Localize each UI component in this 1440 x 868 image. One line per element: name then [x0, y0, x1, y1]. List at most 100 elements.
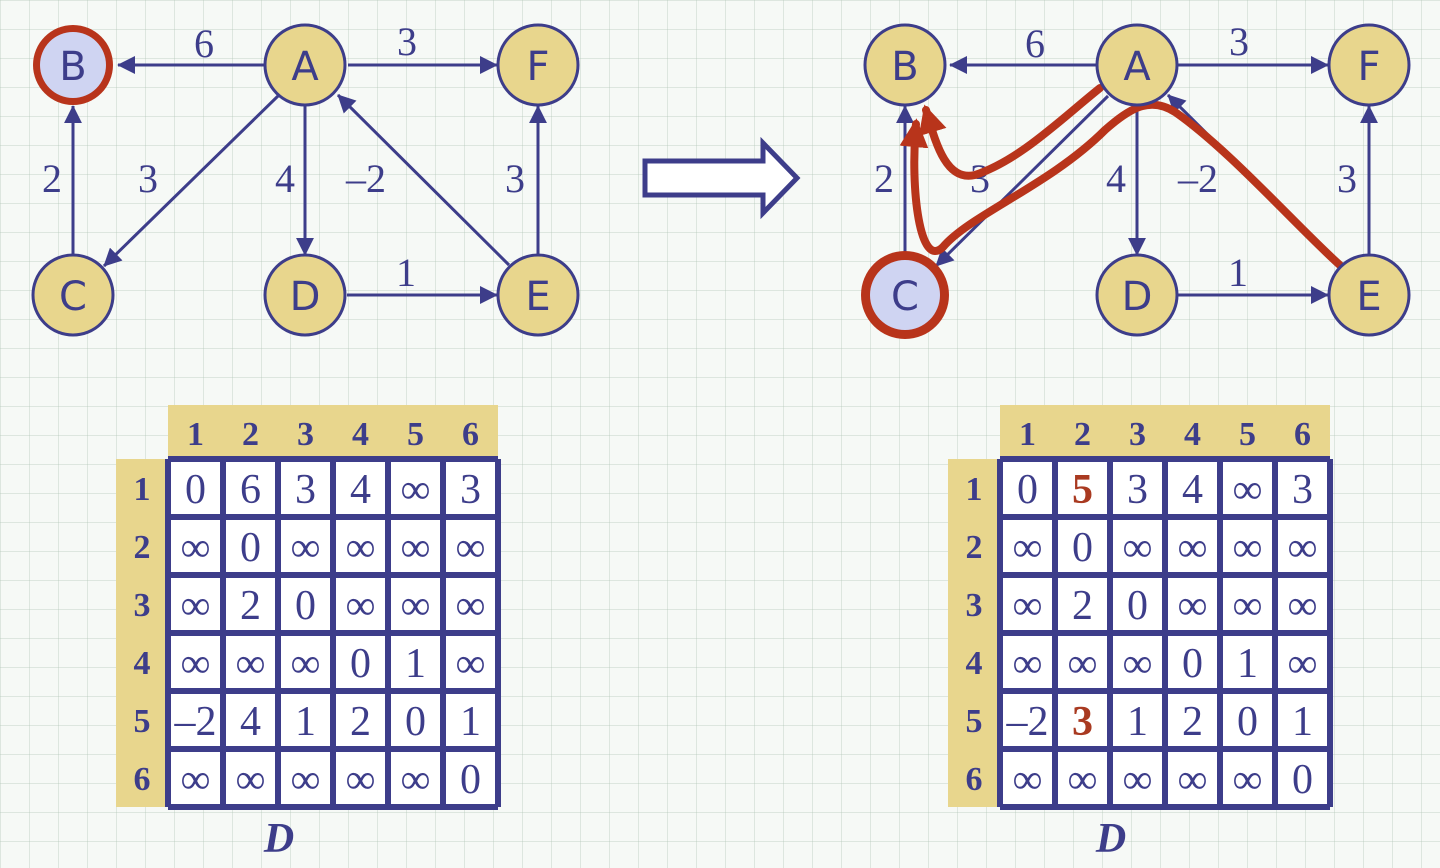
matrix-cell-updated: 3 [1072, 699, 1093, 745]
weight-c-b: 2 [42, 156, 62, 201]
matrix-cell: ∞ [181, 525, 211, 571]
row-header: 6 [966, 761, 983, 798]
matrix-cell-updated: 5 [1072, 467, 1093, 513]
matrix-cell: 0 [240, 525, 261, 571]
matrix-cell: ∞ [1013, 757, 1043, 803]
matrix-cell: 2 [240, 583, 261, 629]
column-header-bg [1000, 405, 1330, 459]
node-c-label: C [891, 274, 919, 320]
matrix-cell: 0 [1127, 583, 1148, 629]
column-header: 2 [242, 416, 259, 453]
weight-e-f: 3 [1337, 156, 1357, 201]
column-header: 2 [1074, 416, 1091, 453]
node-d-label: D [1122, 274, 1153, 320]
matrix-caption: D [263, 816, 294, 862]
edge-a-c [102, 94, 280, 268]
matrix-cell: ∞ [291, 525, 321, 571]
matrix-cell: 0 [1237, 699, 1258, 745]
matrix-cell: ∞ [1233, 583, 1263, 629]
right-graph-weights: 6 3 2 3 4 –2 3 1 [874, 19, 1357, 295]
matrix-cell: ∞ [1068, 757, 1098, 803]
matrix-cell: 0 [1292, 757, 1313, 803]
matrix-cell: ∞ [291, 641, 321, 687]
matrix-cell: ∞ [456, 641, 486, 687]
node-e: E [496, 253, 580, 337]
matrix-cell: ∞ [1288, 525, 1318, 571]
weight-a-d: 4 [275, 156, 295, 201]
matrix-cell: 2 [1072, 583, 1093, 629]
column-header: 4 [352, 416, 369, 453]
matrix-cell: 4 [1182, 467, 1203, 513]
row-header: 2 [134, 529, 151, 566]
node-f: F [1327, 23, 1411, 107]
edge-e-a [336, 93, 511, 267]
matrix-cell: ∞ [1178, 757, 1208, 803]
path-e-a-c-b [899, 100, 1346, 271]
matrix-cell: ∞ [401, 467, 431, 513]
matrix-cell: ∞ [1288, 641, 1318, 687]
matrix-cell: ∞ [1178, 583, 1208, 629]
row-header: 5 [134, 703, 151, 740]
matrix-cell: 0 [1072, 525, 1093, 571]
right-graph: 6 3 2 3 4 –2 3 1 B A F [861, 19, 1411, 339]
column-header: 3 [1129, 416, 1146, 453]
node-e: E [1327, 253, 1411, 337]
node-b-label: B [59, 44, 86, 90]
path-a-c-b [918, 84, 1104, 180]
matrix-cell: 4 [240, 699, 261, 745]
matrix-cell: ∞ [401, 757, 431, 803]
row-header: 3 [966, 587, 983, 624]
matrix-cell: –2 [1006, 699, 1049, 745]
node-b-label: B [891, 44, 918, 90]
node-b: B [863, 23, 947, 107]
column-header: 6 [1294, 416, 1311, 453]
matrix-cell: 3 [460, 467, 481, 513]
matrix-cell: ∞ [1123, 525, 1153, 571]
matrix-caption: D [1095, 816, 1126, 862]
matrix-cell: 1 [1237, 641, 1258, 687]
matrix-cell: ∞ [236, 641, 266, 687]
weight-a-d: 4 [1106, 156, 1126, 201]
row-header-bg [948, 459, 1000, 807]
node-f: F [496, 23, 580, 107]
matrix-cell: –2 [174, 699, 217, 745]
matrix-cell: 3 [295, 467, 316, 513]
matrix-cell: ∞ [181, 641, 211, 687]
matrix-cell: 2 [1182, 699, 1203, 745]
left-graph-edges [64, 56, 547, 304]
matrix-cell: 0 [1182, 641, 1203, 687]
matrix-cell: 0 [460, 757, 481, 803]
left-graph-nodes: B A F C D E [31, 23, 580, 337]
column-header: 4 [1184, 416, 1201, 453]
left-graph: 6 3 2 3 4 –2 3 1 B A F [31, 19, 580, 337]
node-d: D [1095, 253, 1179, 337]
matrix-cell: ∞ [181, 583, 211, 629]
right-arrow-icon [642, 136, 801, 220]
matrix-cell: ∞ [1068, 641, 1098, 687]
matrix-cell: ∞ [1123, 641, 1153, 687]
weight-e-f: 3 [505, 156, 525, 201]
matrix-cell: 0 [295, 583, 316, 629]
weight-a-c: 3 [138, 156, 158, 201]
row-header-bg [116, 459, 168, 807]
matrix-cell: ∞ [456, 525, 486, 571]
row-header: 4 [134, 645, 151, 682]
matrix-cell: ∞ [346, 525, 376, 571]
matrix-cell: 0 [350, 641, 371, 687]
node-d: D [263, 253, 347, 337]
node-a: A [1095, 23, 1179, 107]
weight-a-f: 3 [1229, 19, 1249, 64]
matrix-cell: ∞ [1013, 525, 1043, 571]
node-a-label: A [1123, 44, 1151, 90]
matrix-cell: 6 [240, 467, 261, 513]
node-b: B [33, 25, 113, 105]
edge-a-c [934, 94, 1110, 268]
weight-a-f: 3 [397, 19, 417, 64]
row-header: 1 [134, 471, 151, 508]
node-e-label: E [525, 274, 550, 320]
column-header-bg [168, 405, 498, 459]
node-c-label: C [59, 274, 87, 320]
matrix-cell: ∞ [1233, 525, 1263, 571]
